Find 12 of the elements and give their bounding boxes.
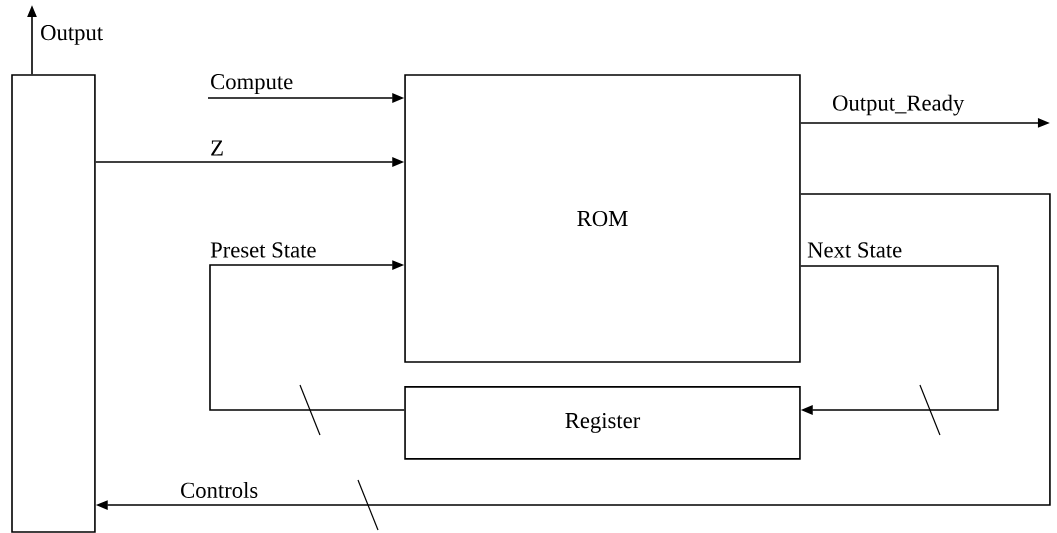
edge-label: Preset State [208,241,318,259]
edge-label: Output [38,23,105,47]
register-box: Register [404,386,801,460]
arrow [209,260,406,411]
empty-box [11,74,96,533]
rom-box: ROM [404,74,801,363]
edge-label: Output_Ready [830,93,966,117]
edge-label: Compute [208,72,295,96]
edge-label: Z [208,139,226,157]
edge-label: Next State [805,241,904,259]
arrow [799,265,999,415]
edge-label: Controls [178,480,260,500]
